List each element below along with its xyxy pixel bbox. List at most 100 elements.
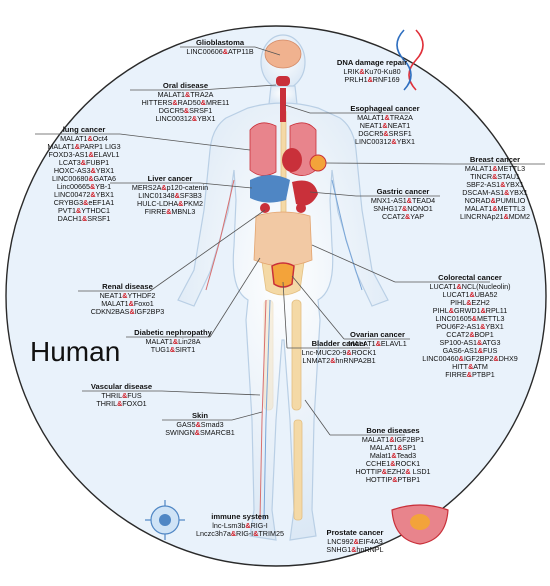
ampersand-separator: & bbox=[490, 195, 496, 205]
diabetic-entry: TUG1&SIRT1 bbox=[150, 344, 196, 354]
skin-entry: SWINGN&SMARCB1 bbox=[165, 427, 235, 437]
liver-entry: LINC01348&SF3B3 bbox=[138, 190, 202, 200]
main-label-human: Human bbox=[30, 336, 121, 367]
ampersand-separator: & bbox=[90, 165, 96, 175]
oral-organ bbox=[276, 76, 290, 86]
ampersand-separator: & bbox=[82, 214, 88, 224]
breast-entry: DSCAM-AS1&YBX1 bbox=[462, 187, 528, 197]
renal-entry: NEAT1&YTHDF2 bbox=[99, 290, 156, 300]
prostate-icon bbox=[391, 504, 449, 545]
ampersand-separator: & bbox=[172, 97, 178, 107]
esophageal-entry: NEAT1&NEAT1 bbox=[359, 120, 411, 130]
colorectal-entry: HITT&ATM bbox=[452, 362, 488, 372]
liver-entry: HULC-LDHA&PKM2 bbox=[137, 198, 203, 208]
stomach-organ bbox=[292, 180, 318, 206]
ampersand-separator: & bbox=[351, 544, 357, 554]
dna-damage-entry: LRIK&Ku70-Ku80 bbox=[343, 66, 401, 76]
ampersand-separator: & bbox=[359, 66, 365, 76]
colorectal-entry: CCAT2&BOP1 bbox=[446, 329, 494, 339]
ampersand-separator: & bbox=[367, 74, 373, 84]
dna-damage-entry: PRLH1&RNF169 bbox=[344, 74, 400, 84]
ampersand-separator: & bbox=[504, 187, 510, 197]
bone-entry: MALAT1&SP1 bbox=[369, 442, 417, 452]
colorectal-entry: LINC00460&IGF2BP2&DHX9 bbox=[422, 354, 518, 364]
lung-entry: CRYBG3&eEF1A1 bbox=[53, 198, 115, 207]
ampersand-separator: & bbox=[353, 536, 359, 546]
colorectal-entry: LINC01605&METTL3 bbox=[435, 313, 505, 323]
ampersand-separator: & bbox=[200, 97, 206, 107]
ampersand-separator: & bbox=[80, 157, 86, 167]
lung-entry: Linc00665&YB-1 bbox=[56, 181, 112, 191]
ampersand-separator: & bbox=[222, 46, 228, 56]
bone-entry: MALAT1&IGF2BP1 bbox=[361, 434, 425, 444]
ampersand-separator: & bbox=[405, 466, 411, 476]
immune-title: immune system bbox=[211, 512, 269, 521]
ampersand-separator: & bbox=[384, 112, 390, 122]
intestine-organ bbox=[253, 211, 313, 267]
gastric-entry: CCAT2&YAP bbox=[381, 211, 425, 221]
ampersand-separator: & bbox=[375, 338, 381, 348]
ampersand-separator: & bbox=[500, 179, 506, 189]
vascular-entry: THRIL&FOXO1 bbox=[96, 398, 147, 408]
ampersand-separator: & bbox=[392, 474, 398, 484]
ampersand-separator: & bbox=[346, 347, 352, 357]
colorectal-entry: GAS6-AS1&FUS bbox=[442, 346, 498, 355]
breast-entry: LINCRNAp21&MDM2 bbox=[460, 211, 530, 221]
ampersand-separator: & bbox=[178, 198, 184, 208]
colorectal-title: Colorectal cancer bbox=[438, 273, 502, 282]
ampersand-separator: & bbox=[191, 113, 198, 123]
colorectal-entry: LUCAT1&UBA52 bbox=[442, 289, 498, 299]
immune-entry: lnc-Lsm3b&RIG-I bbox=[212, 520, 268, 530]
ampersand-separator: & bbox=[471, 313, 477, 323]
ovarian-title: Ovarian cancer bbox=[350, 330, 405, 339]
liver-entry: MERS2A&p120-catenin bbox=[131, 182, 209, 192]
esophageal-entry: DGCR5&SRSF1 bbox=[358, 128, 412, 138]
ampersand-separator: & bbox=[88, 149, 94, 159]
ampersand-separator: & bbox=[456, 281, 462, 291]
gastric-entry: MNX1-AS1&TEAD4 bbox=[370, 195, 436, 205]
colorectal-entry: LUCAT1&NCL(Nucleolin) bbox=[429, 281, 511, 291]
connector-lines bbox=[35, 46, 545, 436]
liver-organ bbox=[250, 175, 290, 203]
ampersand-separator: & bbox=[466, 370, 472, 380]
ampersand-separator: & bbox=[397, 442, 403, 452]
ovarian-entry: MALAT1&ELAVL1 bbox=[348, 338, 407, 348]
ampersand-separator: & bbox=[477, 337, 483, 347]
renal-entry: MALAT1&Foxo1 bbox=[101, 298, 154, 308]
bone-title: Bone diseases bbox=[366, 426, 420, 435]
ampersand-separator: & bbox=[480, 305, 486, 315]
ampersand-separator: & bbox=[448, 305, 454, 315]
prostate-entry: LNC992&EIF4A3 bbox=[327, 536, 383, 546]
ampersand-separator: & bbox=[76, 206, 82, 216]
ampersand-separator: & bbox=[230, 528, 237, 538]
ampersand-separator: & bbox=[402, 203, 408, 213]
ampersand-separator: & bbox=[330, 355, 336, 365]
colorectal-entry: PIHL&GRWD1&RPL11 bbox=[432, 305, 508, 315]
bone-entry: Malat1&Tead3 bbox=[369, 450, 417, 460]
gastric-title: Gastric cancer bbox=[376, 187, 430, 196]
ampersand-separator: & bbox=[174, 190, 180, 200]
ampersand-separator: & bbox=[169, 344, 176, 354]
prostate-entry: SNHG1&hnRNPL bbox=[326, 544, 384, 554]
ampersand-separator: & bbox=[492, 203, 498, 213]
blood-vessels bbox=[205, 179, 363, 521]
ampersand-separator: & bbox=[122, 290, 128, 300]
ampersand-separator: & bbox=[466, 297, 472, 307]
oral-title: Oral disease bbox=[162, 81, 209, 90]
ampersand-separator: & bbox=[117, 398, 123, 408]
breast-entry: MALAT1&METTL3 bbox=[464, 203, 526, 213]
liver-title: Liver cancer bbox=[147, 174, 193, 183]
lung-title: lung cancer bbox=[62, 125, 106, 134]
immune-entry: Lnczc3h7a&RIG-I&TRIM25 bbox=[196, 528, 284, 538]
esophageal-entry: MALAT1&TRA2A bbox=[357, 112, 413, 122]
ampersand-separator: & bbox=[469, 329, 475, 339]
ampersand-separator: & bbox=[90, 181, 96, 191]
ampersand-separator: & bbox=[480, 321, 486, 331]
